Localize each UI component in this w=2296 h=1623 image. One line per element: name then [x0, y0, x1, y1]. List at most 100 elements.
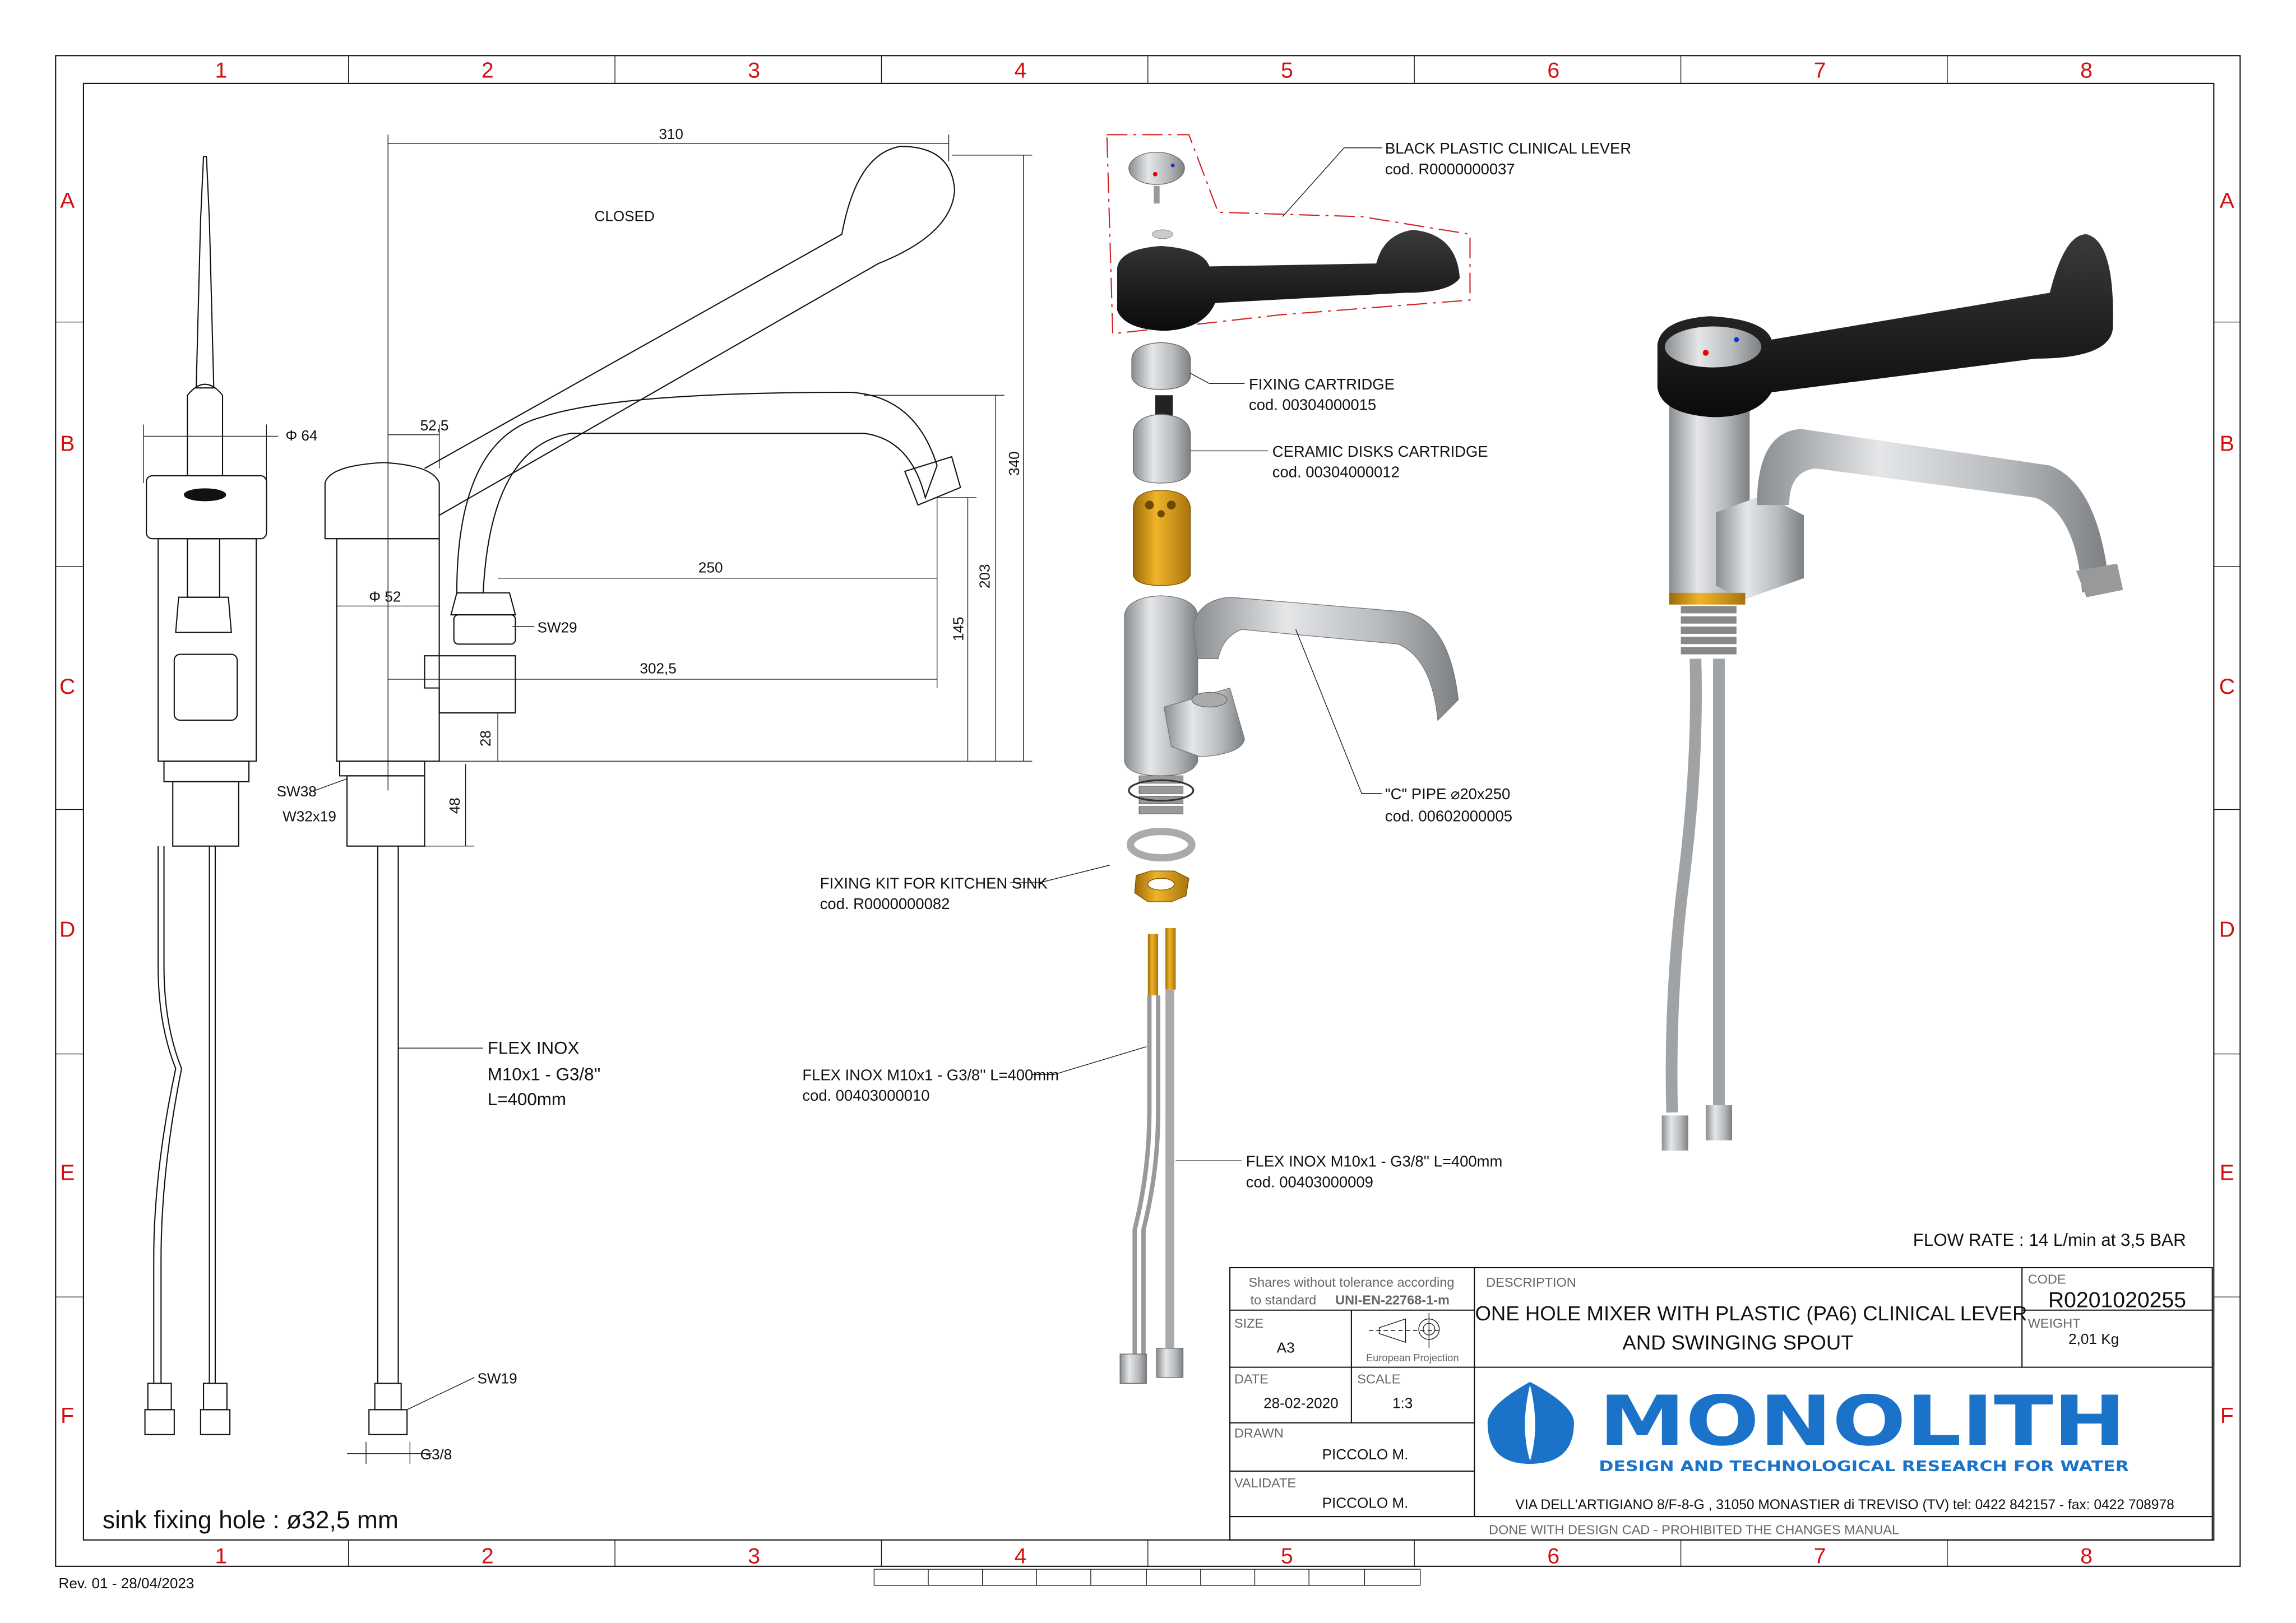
grid-col-label: 1	[215, 58, 228, 82]
scale-value: 1:3	[1392, 1395, 1413, 1412]
dim-thread: W32x19	[283, 808, 336, 824]
dim-body-diameter: Φ 52	[369, 588, 401, 605]
grid-col-label: 8	[2080, 58, 2093, 82]
description-line: AND SWINGING SPOUT	[1622, 1331, 1853, 1354]
flex-label-line: M10x1 - G3/8''	[488, 1065, 601, 1084]
size-value: A3	[1277, 1339, 1295, 1356]
flex-label-line: L=400mm	[488, 1089, 566, 1109]
drawing-frame: 1 2 3 4 5 6 7 8 1 2 3 4 5 6 7 8 A B C D …	[55, 55, 2241, 1586]
bottom-ruler	[873, 1569, 1421, 1586]
part-code: cod. R0000000037	[1385, 160, 1515, 178]
grid-col-label: 3	[748, 1545, 760, 1569]
side-view	[324, 146, 961, 1435]
description-line: ONE HOLE MIXER WITH PLASTIC (PA6) CLINIC…	[1475, 1302, 2027, 1325]
grid-row-label: A	[60, 189, 75, 213]
dim-head-diameter: Φ 64	[285, 427, 317, 444]
flow-rate: FLOW RATE : 14 L/min at 3,5 BAR	[1913, 1230, 2186, 1250]
company-tagline: DESIGN AND TECHNOLOGICAL RESEARCH FOR WA…	[1599, 1458, 2129, 1475]
grid-row-label: D	[2219, 918, 2235, 942]
dim-thread-length: 48	[446, 797, 463, 814]
footer-note: DONE WITH DESIGN CAD - PROHIBITED THE CH…	[1489, 1522, 1899, 1537]
dim-overall-length: 310	[659, 126, 683, 142]
assembled-render	[1657, 234, 2123, 1151]
sink-hole-note: sink fixing hole : ø32,5 mm	[103, 1506, 399, 1534]
company-name: MONOLITH	[1599, 1381, 2126, 1461]
grid-col-label: 2	[482, 58, 494, 82]
dim-lever-offset: 52,5	[420, 417, 449, 434]
dim-spout-reach: 250	[698, 559, 723, 576]
dim-spout-height: 203	[976, 564, 993, 588]
tolerance-prefix: to standard	[1251, 1292, 1317, 1307]
validate-label: VALIDATE	[1234, 1476, 1296, 1490]
dimension-lines	[314, 135, 1033, 1464]
description-label: DESCRIPTION	[1486, 1275, 1576, 1290]
revision-label: Rev. 01 - 28/04/2023	[58, 1575, 194, 1592]
dim-spout-nut: SW29	[538, 619, 577, 636]
grid-row-label: B	[2220, 432, 2234, 456]
grid-col-label: 7	[1814, 58, 1826, 82]
grid-row-label: B	[60, 432, 75, 456]
grid-row-label: D	[59, 918, 75, 942]
grid-col-label: 7	[1814, 1545, 1826, 1569]
part-name: "C" PIPE ⌀20x250	[1385, 785, 1510, 803]
date-label: DATE	[1234, 1371, 1269, 1386]
company-address: VIA DELL'ARTIGIANO 8/F-8-G , 31050 MONAS…	[1515, 1497, 2174, 1513]
tolerance-standard: UNI-EN-22768-1-m	[1335, 1292, 1450, 1307]
flex-label-line: FLEX INOX	[488, 1038, 580, 1058]
grid-col-label: 8	[2080, 1545, 2093, 1569]
drawn-value: PICCOLO M.	[1322, 1446, 1409, 1463]
part-name: FIXING KIT FOR KITCHEN SINK	[820, 874, 1048, 892]
exploded-view	[1106, 134, 1471, 1384]
part-code: cod. 00304000012	[1272, 463, 1400, 481]
title-block: Shares without tolerance according to st…	[1229, 1267, 2213, 1541]
code-label: CODE	[2028, 1272, 2066, 1287]
dim-base-height: 28	[477, 730, 494, 746]
grid-col-label: 4	[1015, 58, 1027, 82]
grid-row-label: C	[2219, 675, 2235, 699]
leader-lines	[1010, 147, 1382, 1161]
dim-hose-thread: G3/8	[420, 1446, 452, 1463]
grid-col-label: 5	[1281, 58, 1293, 82]
validate-value: PICCOLO M.	[1322, 1494, 1409, 1511]
dim-outlet-height: 145	[950, 616, 967, 641]
part-code: cod. 00304000015	[1249, 396, 1376, 413]
front-view	[143, 156, 279, 1435]
dim-total-height: 340	[1006, 451, 1022, 476]
part-name: FIXING CARTRIDGE	[1249, 375, 1395, 393]
grid-col-label: 2	[482, 1545, 494, 1569]
european-projection-icon	[1369, 1313, 1442, 1348]
grid-row-label: A	[2220, 189, 2235, 213]
date-value: 28-02-2020	[1263, 1395, 1339, 1412]
drawing-code: R0201020255	[2048, 1288, 2186, 1313]
grid-col-label: 6	[1547, 1545, 1559, 1569]
dim-base-reach: 302,5	[640, 660, 676, 677]
part-name: FLEX INOX M10x1 - G3/8'' L=400mm	[802, 1066, 1059, 1084]
grid-row-label: F	[2220, 1404, 2234, 1428]
grid-col-label: 5	[1281, 1545, 1293, 1569]
grid-row-label: C	[59, 675, 75, 699]
size-label: SIZE	[1234, 1316, 1263, 1330]
tolerance-note: Shares without tolerance according	[1248, 1275, 1454, 1290]
part-name: CERAMIC DISKS CARTRIDGE	[1272, 443, 1488, 460]
weight-label: WEIGHT	[2028, 1316, 2081, 1330]
state-label: CLOSED	[594, 207, 654, 224]
part-code: cod. 00403000010	[802, 1087, 929, 1104]
grid-col-label: 4	[1015, 1545, 1027, 1569]
monolith-logo: MONOLITH DESIGN AND TECHNOLOGICAL RESEAR…	[1487, 1381, 2129, 1475]
scale-label: SCALE	[1357, 1371, 1400, 1386]
projection-label: European Projection	[1366, 1352, 1459, 1364]
grid-col-label: 1	[215, 1545, 228, 1569]
part-code: cod. 00602000005	[1385, 807, 1512, 824]
grid-row-label: E	[60, 1161, 75, 1185]
grid-row-label: F	[61, 1404, 74, 1428]
part-code: cod. R0000000082	[820, 895, 950, 912]
dim-hose-nut: SW19	[478, 1370, 517, 1386]
dim-body-nut: SW38	[277, 783, 317, 800]
weight-value: 2,01 Kg	[2068, 1330, 2119, 1347]
part-code: cod. 00403000009	[1246, 1173, 1373, 1190]
drawn-label: DRAWN	[1234, 1426, 1284, 1440]
part-name: FLEX INOX M10x1 - G3/8'' L=400mm	[1246, 1153, 1503, 1170]
part-name: BLACK PLASTIC CLINICAL LEVER	[1385, 140, 1631, 157]
grid-col-label: 3	[748, 58, 760, 82]
